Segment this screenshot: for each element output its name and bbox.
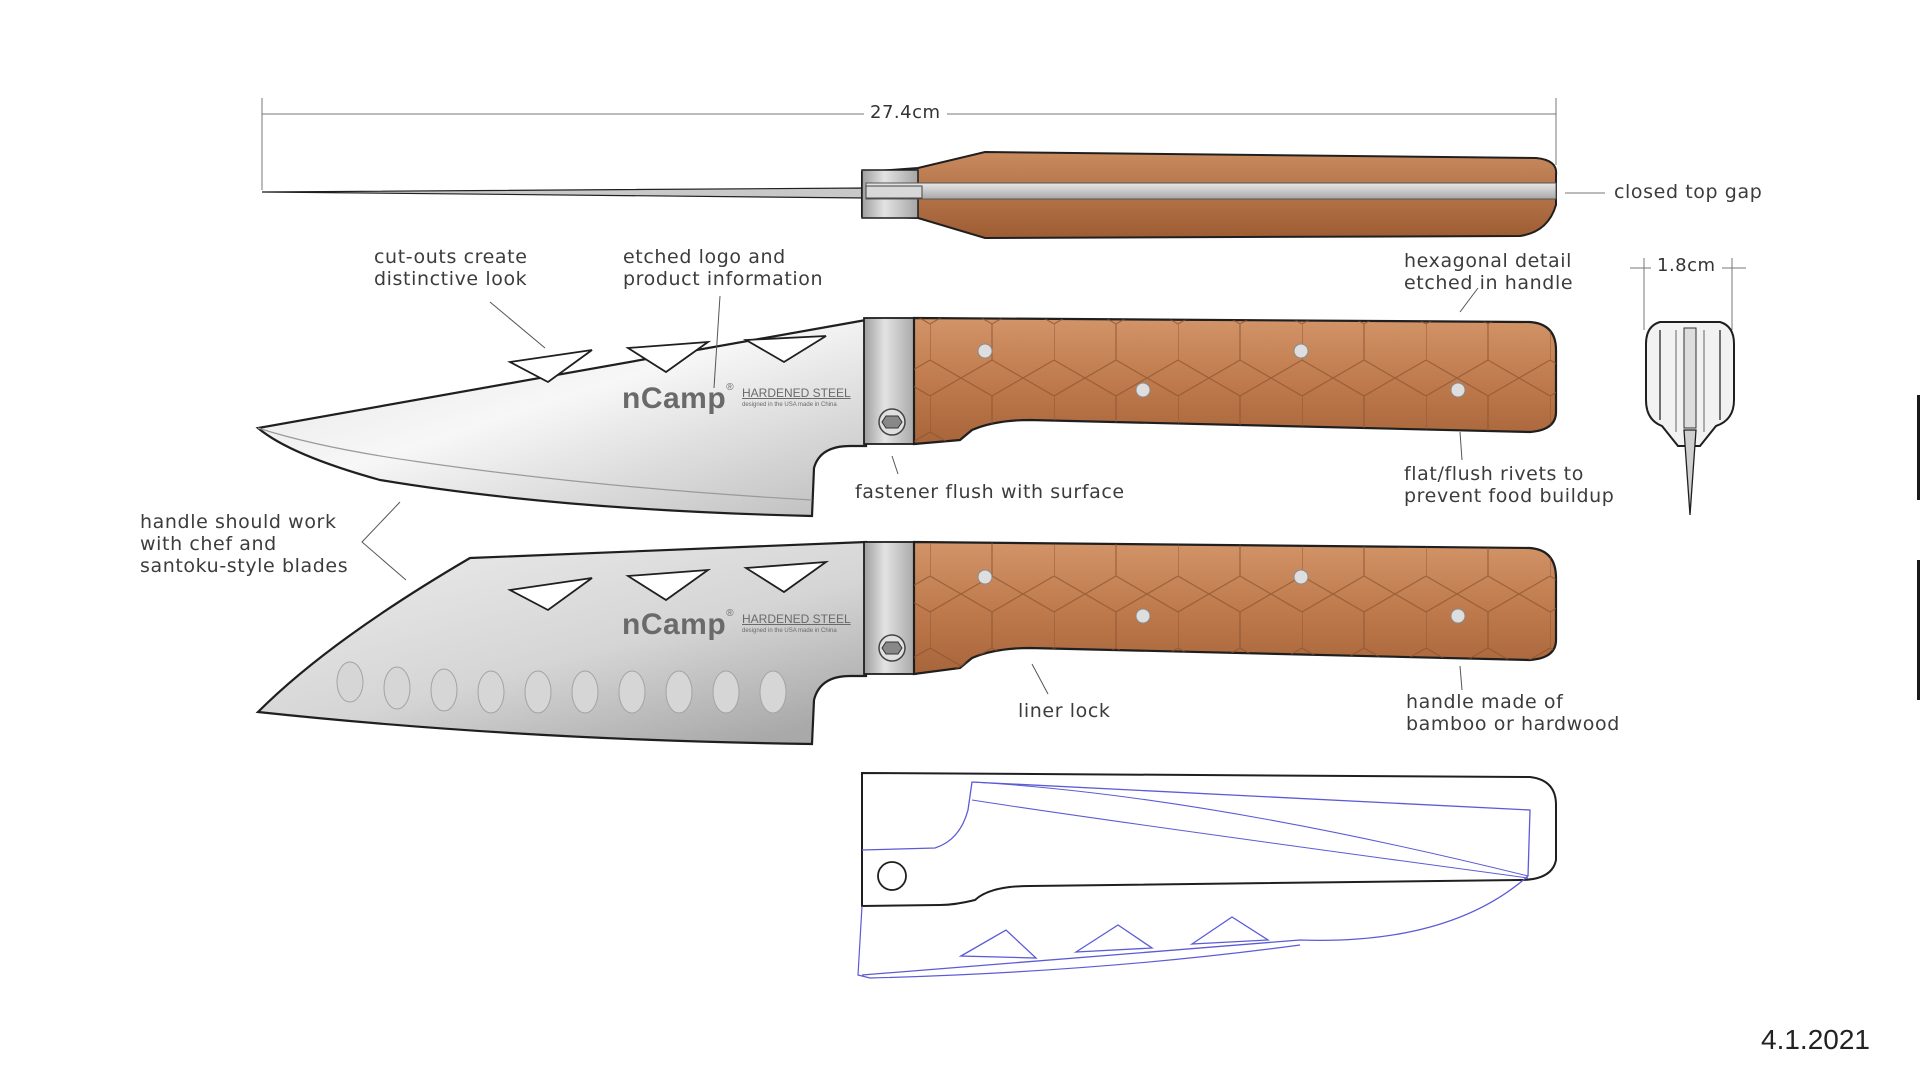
leader-lines [361,287,1479,695]
logo-mark: ® [726,608,734,619]
steel-label: HARDENED STEEL [742,612,851,626]
note-etched-logo: etched logo and product information [623,246,823,290]
note-hexagonal: hexagonal detail etched in handle [1404,250,1573,294]
chef-knife [255,316,1558,518]
note-line: bamboo or hardwood [1406,713,1620,735]
logo-text: nCamp [622,382,727,415]
note-line: etched logo and [623,246,786,268]
note-fastener: fastener flush with surface [855,481,1125,503]
note-rivets: flat/flush rivets to prevent food buildu… [1404,463,1614,507]
width-dimension: 1.8cm [1651,255,1722,276]
length-dimension: 27.4cm [864,102,947,123]
logo-text: nCamp [622,608,727,641]
closed-side-view [261,98,1605,240]
santoku-knife [255,540,1558,746]
fine-print: designed in the USA made in China [742,402,837,408]
note-line: prevent food buildup [1404,485,1615,507]
note-line: hexagonal detail [1404,250,1572,272]
logo-mark: ® [726,382,734,393]
sheet-date: 4.1.2021 [1761,1024,1870,1055]
note-line: product information [623,268,824,290]
cutout-3 [742,335,827,364]
note-line: etched in handle [1404,272,1574,294]
blade-logo-chef: nCamp® HARDENED STEEL designed in the US… [622,382,851,416]
granton-dimples [336,661,787,714]
cutout-2 [625,340,712,374]
note-liner-lock: liner lock [1018,700,1111,722]
cutout-1 [507,349,593,384]
end-view [1630,258,1746,516]
blade-logo-santoku: nCamp® HARDENED STEEL designed in the US… [622,608,851,642]
note-line: flat/flush rivets to [1404,463,1584,485]
note-line: handle should work [140,511,337,533]
sheath-outline [857,771,1557,979]
note-line: handle made of [1406,691,1564,713]
page-edge [1917,560,1920,700]
note-closed-top-gap: closed top gap [1614,181,1763,203]
note-line: cut-outs create [374,246,528,268]
note-cutouts: cut-outs create distinctive look [374,246,528,290]
steel-label: HARDENED STEEL [742,386,851,400]
note-handle-blades: handle should work with chef and santoku… [140,511,348,577]
note-handle-material: handle made of bamboo or hardwood [1406,691,1620,735]
fine-print: designed in the USA made in China [742,628,837,634]
note-line: with chef and [140,533,277,555]
note-line: santoku-style blades [140,555,349,577]
note-line: distinctive look [374,268,528,290]
page-edge [1917,395,1920,500]
